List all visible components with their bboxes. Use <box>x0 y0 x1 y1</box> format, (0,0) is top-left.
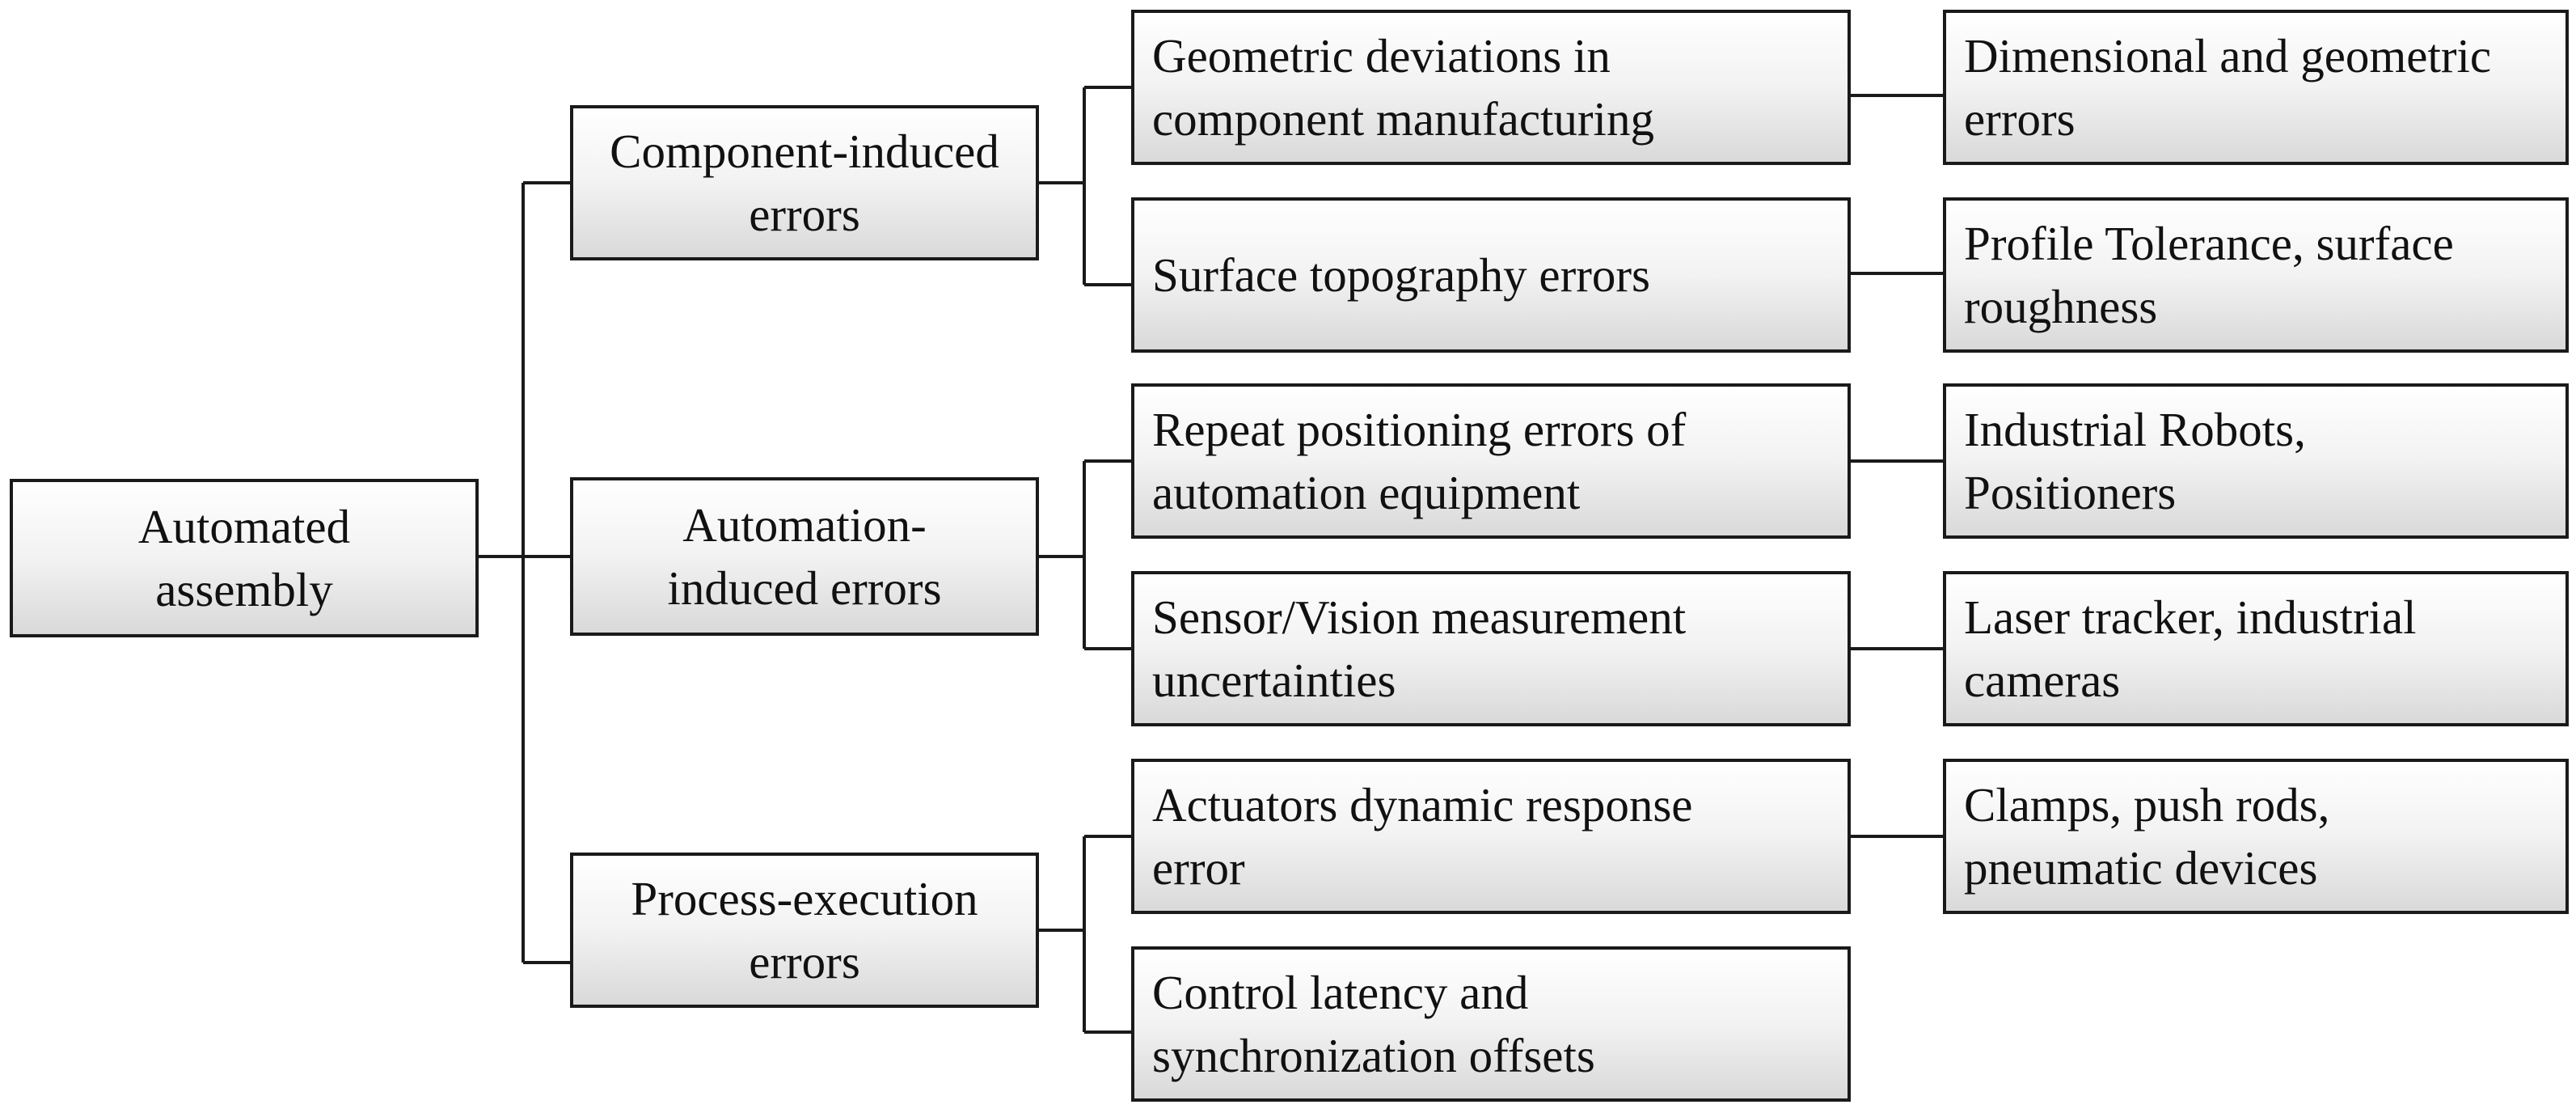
cause-label-line: Repeat positioning errors of <box>1152 403 1687 456</box>
cause-label-line: Actuators dynamic response <box>1152 778 1693 832</box>
cause-label-line: Control latency and <box>1152 966 1529 1019</box>
example-node-profile-tolerance: Profile Tolerance, surface roughness <box>1943 197 2569 353</box>
category-label-line: errors <box>749 188 860 241</box>
example-label-line: roughness <box>1964 280 2158 333</box>
example-label-line: Industrial Robots, <box>1964 403 2306 456</box>
cause-node-actuators-dynamic-response: Actuators dynamic response error <box>1131 759 1851 914</box>
example-label-line: Clamps, push rods, <box>1964 778 2330 832</box>
root-to-categories-connector <box>477 181 570 964</box>
cause-node-geometric-deviations: Geometric deviations in component manufa… <box>1131 10 1851 165</box>
category-label-line: Automation- <box>682 498 927 552</box>
cause-label-line: synchronization offsets <box>1152 1029 1595 1082</box>
cause-node-sensor-vision: Sensor/Vision measurement uncertainties <box>1131 571 1851 726</box>
cause-node-repeat-positioning: Repeat positioning errors of automation … <box>1131 383 1851 539</box>
example-label-line: Profile Tolerance, surface <box>1964 217 2454 270</box>
example-node-dimensional-geometric: Dimensional and geometric errors <box>1943 10 2569 165</box>
cause-node-surface-topography: Surface topography errors <box>1131 197 1851 353</box>
category-label-line: induced errors <box>667 561 942 615</box>
category-1-to-causes-connector <box>1037 86 1131 286</box>
root-node-label-line: Automated <box>137 500 351 553</box>
root-node-label-line: assembly <box>155 563 333 616</box>
cause-label-line: error <box>1152 841 1245 895</box>
example-label-line: Dimensional and geometric <box>1964 29 2492 83</box>
category-node-component-induced: Component-induced errors <box>570 105 1039 260</box>
example-node-clamps: Clamps, push rods, pneumatic devices <box>1943 759 2569 914</box>
example-label-line: pneumatic devices <box>1964 841 2318 895</box>
category-node-automation-induced: Automation- induced errors <box>570 477 1039 636</box>
category-node-process-execution: Process-execution errors <box>570 853 1039 1008</box>
cause-label-line: component manufacturing <box>1152 92 1654 146</box>
cause-label-line: Sensor/Vision measurement <box>1152 590 1687 644</box>
example-node-laser-tracker: Laser tracker, industrial cameras <box>1943 571 2569 726</box>
category-label-line: Component-induced <box>610 125 999 178</box>
category-2-to-causes-connector <box>1037 459 1131 650</box>
cause-label-line: uncertainties <box>1152 654 1396 707</box>
root-node: Automated assembly <box>10 479 479 637</box>
category-label-line: Process-execution <box>631 872 978 925</box>
category-label-line: errors <box>749 935 860 988</box>
cause-label-line: Geometric deviations in <box>1152 29 1611 83</box>
example-label-line: Laser tracker, industrial <box>1964 590 2417 644</box>
cause-label-line: automation equipment <box>1152 466 1581 519</box>
category-3-to-causes-connector <box>1037 835 1131 1034</box>
cause-node-control-latency: Control latency and synchronization offs… <box>1131 946 1851 1102</box>
example-node-industrial-robots: Industrial Robots, Positioners <box>1943 383 2569 539</box>
cause-label-line: Surface topography errors <box>1152 248 1650 302</box>
example-label-line: cameras <box>1964 654 2121 707</box>
example-label-line: errors <box>1964 92 2076 146</box>
example-label-line: Positioners <box>1964 466 2177 519</box>
